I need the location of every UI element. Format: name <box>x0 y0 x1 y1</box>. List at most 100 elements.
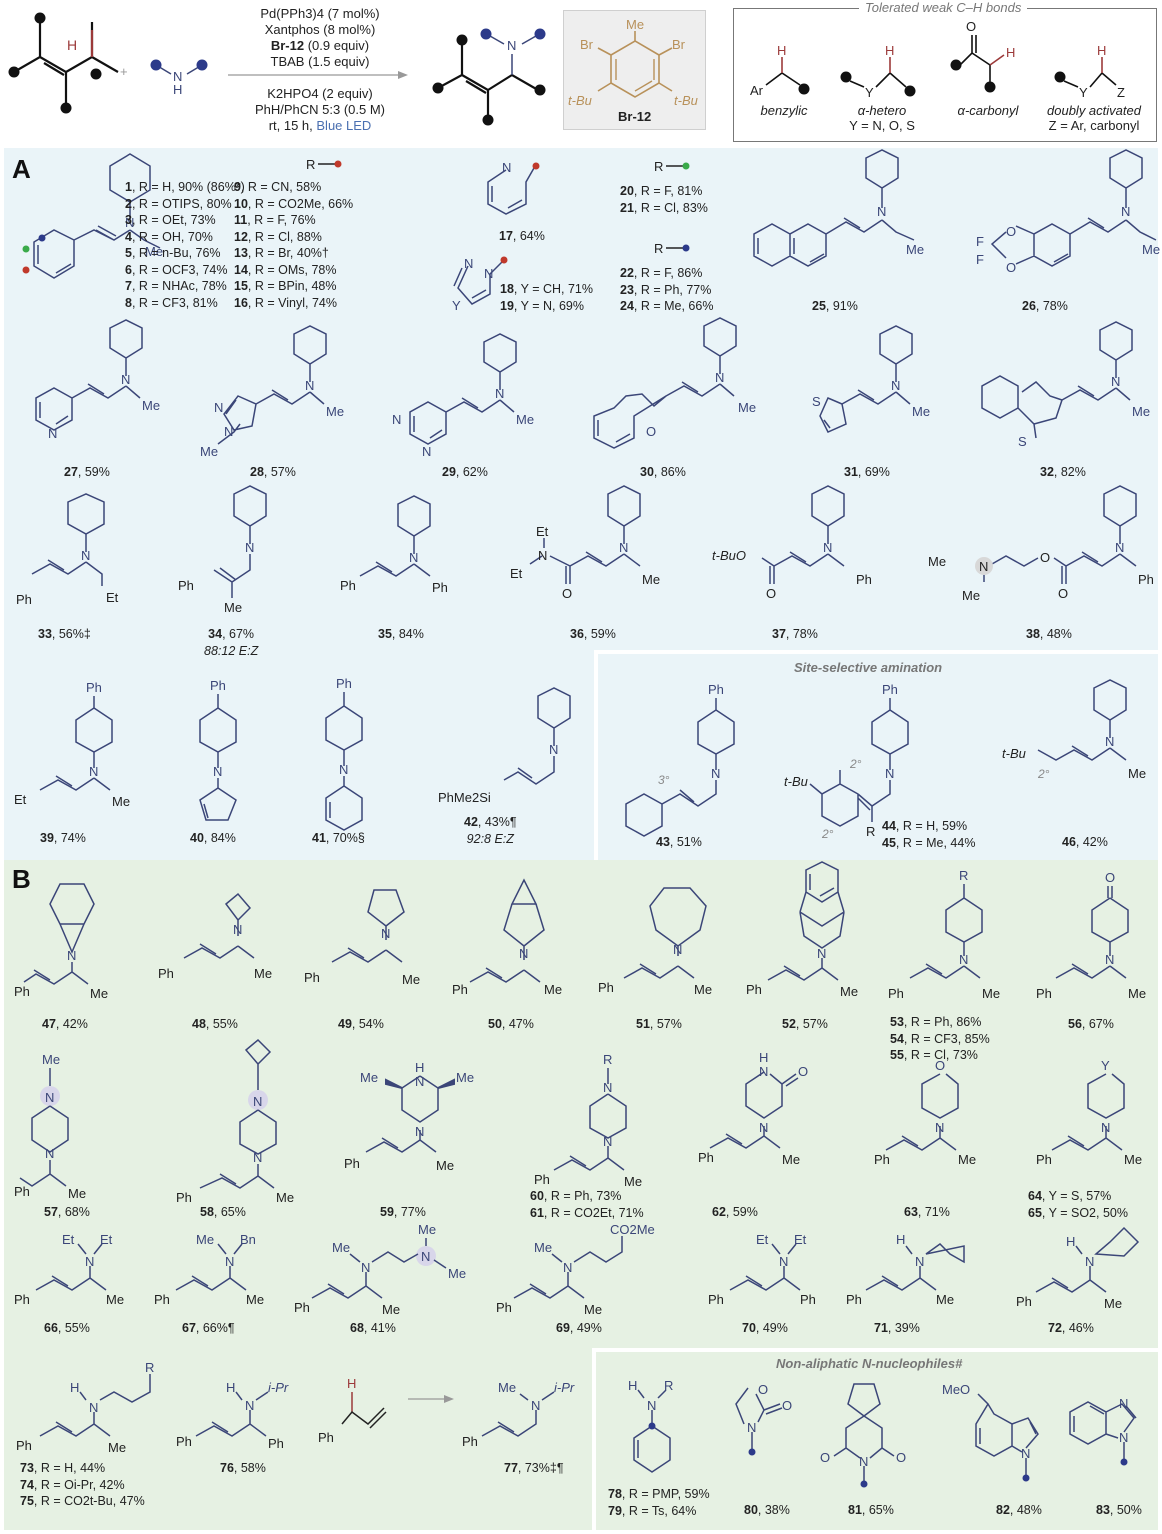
compound-63: 63, 71% <box>904 1205 950 1219</box>
compound-39-structure: Ph N Et Me <box>14 680 130 809</box>
svg-text:N: N <box>715 370 724 385</box>
compound-38: 38, 48% <box>1026 627 1072 641</box>
svg-text:MeO: MeO <box>942 1382 970 1397</box>
svg-text:Me: Me <box>936 1292 954 1307</box>
non-aliphatic-title: Non-aliphatic N-nucleophiles# <box>776 1356 963 1371</box>
panel-b-letter: B <box>12 864 31 894</box>
compound-7: 7, R = NHAc, 78% <box>125 279 227 293</box>
compound-1-24-core-structure: N Me <box>22 153 163 279</box>
compound-74: 74, R = Oi-Pr, 42% <box>20 1477 125 1492</box>
compound-34-structure: N Ph Me <box>178 485 267 615</box>
svg-text:N: N <box>1101 1120 1110 1135</box>
svg-text:H: H <box>777 43 786 58</box>
svg-text:N: N <box>563 1260 572 1275</box>
svg-text:N: N <box>233 922 242 937</box>
svg-text:Ph: Ph <box>294 1300 310 1315</box>
svg-text:t-Bu: t-Bu <box>674 93 698 108</box>
compound-47-structure: N Ph Me <box>14 883 108 1001</box>
svg-text:CO2Me: CO2Me <box>610 1222 655 1237</box>
compound-series-64-65: 64, Y = S, 57% 65, Y = SO2, 50% <box>1028 1188 1128 1221</box>
compound-series-78-79: 78, R = PMP, 59% 79, R = Ts, 64% <box>608 1486 710 1519</box>
svg-text:S: S <box>812 394 821 409</box>
compound-70-structure: Et Et N Ph Ph <box>708 1232 816 1307</box>
compound-17: 17, 64% <box>499 229 545 243</box>
ch-hydrogen-label: H <box>67 37 77 53</box>
allylamine-product-structure: N <box>432 28 546 126</box>
compound-54: 54, R = CF3, 85% <box>890 1031 990 1046</box>
compound-43: 43, 51% <box>656 835 702 849</box>
svg-text:N: N <box>817 946 826 961</box>
compound-82-structure: MeO N <box>942 1382 1039 1482</box>
svg-text:O: O <box>1006 224 1016 239</box>
svg-text:Br-12: Br-12 <box>618 109 651 124</box>
compound-8: 8, R = CF3, 81% <box>125 295 218 310</box>
svg-text:N: N <box>1021 1446 1030 1461</box>
compound-25: 25, 91% <box>812 299 858 313</box>
compound-15: 15, R = BPin, 48% <box>234 279 337 293</box>
svg-text:Ph: Ph <box>1036 1152 1052 1167</box>
svg-text:Z: Z <box>1117 85 1125 100</box>
compound-61: 61, R = CO2Et, 71% <box>530 1205 644 1220</box>
svg-text:Ph: Ph <box>318 1430 334 1445</box>
allylbenzene-substrate-structure: H Ph <box>318 1376 387 1445</box>
compound-66-structure: Et Et N Ph Me <box>14 1232 124 1307</box>
amine-h-label: H <box>173 82 182 97</box>
svg-text:Ph: Ph <box>16 1438 32 1453</box>
tolerated-item-benzylic: benzylic <box>760 103 808 118</box>
compound-series-col1: 1, R = H, 90% (86%*) 2, R = OTIPS, 80% 3… <box>125 179 245 311</box>
compound-25-structure: N Me <box>753 149 924 267</box>
compound-48-structure: N Ph Me <box>158 892 272 981</box>
svg-text:Ph: Ph <box>268 1436 284 1451</box>
svg-text:Et: Et <box>536 524 549 539</box>
svg-text:2°: 2° <box>1037 767 1050 781</box>
svg-text:N: N <box>747 1420 756 1435</box>
svg-text:O: O <box>1058 586 1068 601</box>
svg-text:N: N <box>1105 734 1114 749</box>
compound-31: 31, 69% <box>844 465 890 479</box>
compound-49-structure: N Ph Me <box>304 889 420 987</box>
svg-text:Ph: Ph <box>708 682 724 697</box>
svg-text:N: N <box>538 548 547 563</box>
compound-69: 69, 49% <box>556 1321 602 1335</box>
svg-text:Me: Me <box>906 242 924 257</box>
svg-text:Me: Me <box>145 244 163 259</box>
compound-35: 35, 84% <box>378 627 424 641</box>
compound-40: 40, 84% <box>190 831 236 845</box>
svg-text:F: F <box>976 234 984 249</box>
svg-text:R: R <box>866 824 875 839</box>
svg-text:Me: Me <box>624 1174 642 1189</box>
compound-26: 26, 78% <box>1022 299 1068 313</box>
svg-text:O: O <box>820 1450 830 1465</box>
site-selective-amination-subpanel: Site-selective amination Ph N 3° 43, 51%… <box>594 650 1160 862</box>
svg-text:t-Bu: t-Bu <box>568 93 592 108</box>
br12-structure: Me Br Br t-Bu t-Bu Br-12 <box>568 17 698 124</box>
svg-text:Ph: Ph <box>86 680 102 695</box>
svg-text:i-Pr: i-Pr <box>554 1380 575 1395</box>
svg-text:H: H <box>896 1232 905 1247</box>
svg-text:O: O <box>1105 870 1115 885</box>
svg-text:Me: Me <box>584 1302 602 1317</box>
svg-text:N: N <box>859 1454 868 1469</box>
svg-text:Br: Br <box>580 37 594 52</box>
tolerated-item-alpha-carbonyl: α-carbonyl <box>957 103 1019 118</box>
svg-text:H: H <box>1097 43 1106 58</box>
svg-text:Ph: Ph <box>698 1150 714 1165</box>
compound-64-65-structure: Y N Ph Me <box>1036 1058 1142 1167</box>
compound-18-19: 18, Y = CH, 71% 19, Y = N, 69% <box>500 281 593 314</box>
compound-57-structure: Me N N Ph Me <box>14 1052 86 1201</box>
compound-81-structure: N O O <box>820 1383 906 1488</box>
compound-48: 48, 55% <box>192 1017 238 1031</box>
compound-41-structure: Ph N <box>325 676 363 831</box>
compound-16: 16, R = Vinyl, 74% <box>234 295 337 310</box>
svg-text:Ph: Ph <box>16 592 32 607</box>
svg-text:N: N <box>305 378 314 393</box>
svg-text:N: N <box>603 1134 612 1149</box>
compound-76: 76, 58% <box>220 1461 266 1475</box>
svg-text:Ph: Ph <box>340 578 356 593</box>
compound-1: 1, R = H, 90% (86%*) <box>125 180 245 194</box>
non-aliphatic-nucleophiles-subpanel: Non-aliphatic N-nucleophiles# H N R 78, … <box>592 1348 1160 1530</box>
svg-text:N: N <box>125 215 134 230</box>
svg-text:Ph: Ph <box>598 980 614 995</box>
svg-text:Ph: Ph <box>452 982 468 997</box>
compound-41: 41, 70%§ <box>312 831 365 845</box>
